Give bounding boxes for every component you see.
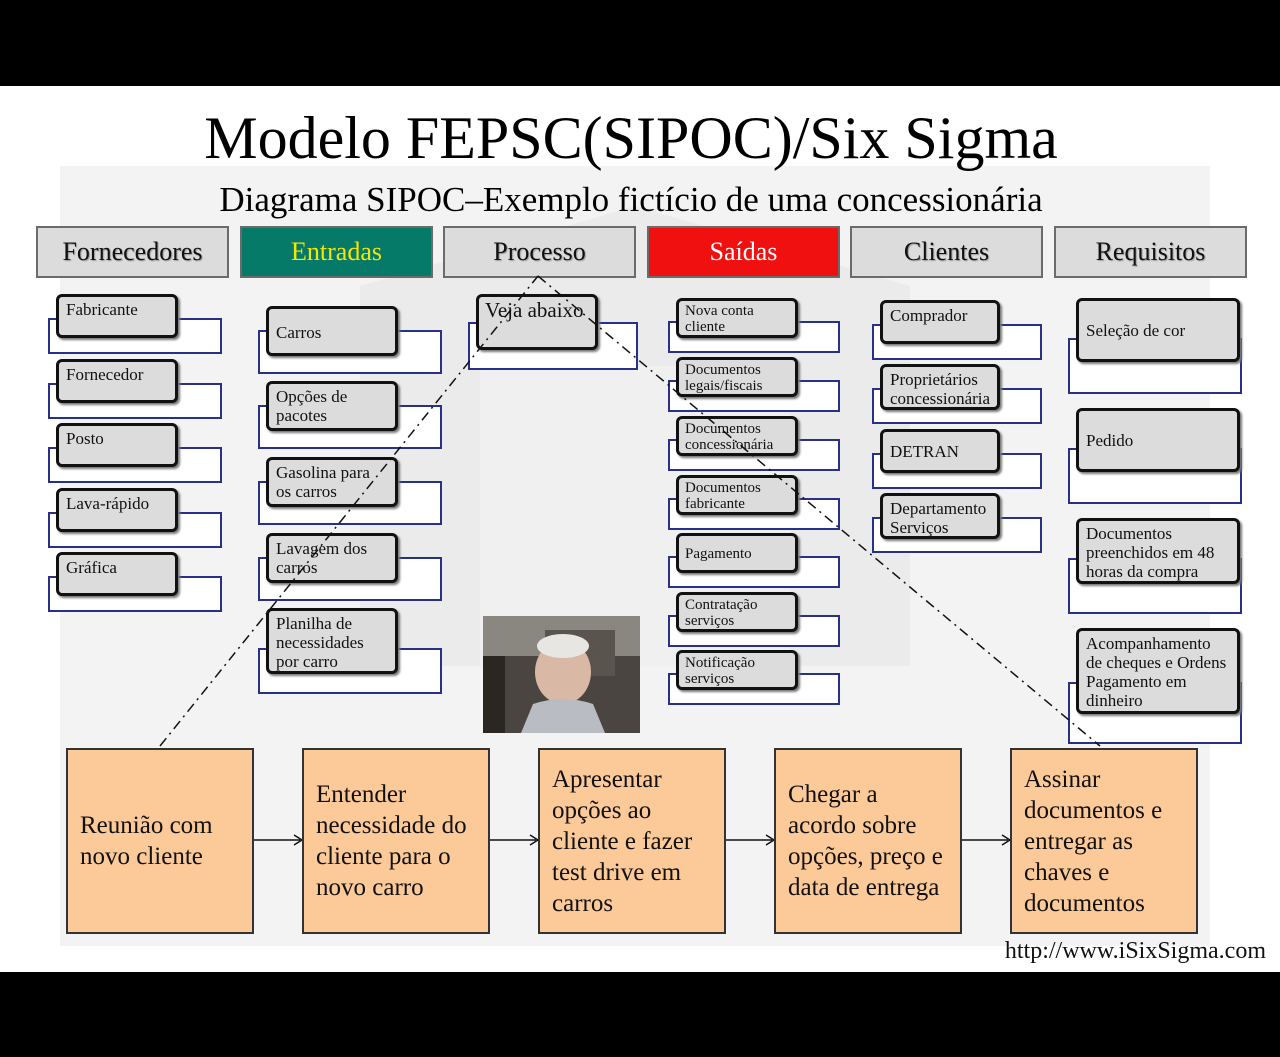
saida-item: Notificação serviços [668, 650, 842, 705]
saida-label: Documentos legais/fiscais [676, 357, 798, 397]
header-saidas: Saídas [647, 226, 840, 278]
presenter-video [483, 616, 640, 733]
fornecedor-label: Fabricante [56, 294, 178, 338]
requisito-item: Seleção de cor [1068, 298, 1244, 394]
saida-label: Nova conta cliente [676, 298, 798, 338]
entrada-label: Lavagem dos carros [266, 533, 398, 583]
processo-label: Veja abaixo [476, 294, 598, 350]
saida-label: Documentos fabricante [676, 475, 798, 515]
entrada-label: Gasolina para os carros [266, 457, 398, 507]
fornecedor-label: Lava-rápido [56, 488, 178, 532]
entrada-item: Planilha de necessidades por carro [258, 608, 444, 694]
entrada-item: Opções de pacotes [258, 381, 444, 449]
process-step: Entender necessidade do cliente para o n… [302, 748, 490, 934]
cliente-item: Proprietários concessionária [872, 364, 1044, 424]
process-step: Reunião com novo cliente [66, 748, 254, 934]
entrada-label: Carros [266, 306, 398, 356]
saida-item: Pagamento [668, 533, 842, 588]
header-requisitos: Requisitos [1054, 226, 1247, 278]
entrada-item: Lavagem dos carros [258, 533, 444, 601]
slide: Modelo FEPSC(SIPOC)/Six Sigma Diagrama S… [0, 86, 1280, 972]
saida-item: Contratação serviços [668, 592, 842, 647]
fornecedor-item: Gráfica [48, 552, 222, 612]
header-clientes: Clientes [850, 226, 1043, 278]
fornecedor-label: Gráfica [56, 552, 178, 596]
process-step-label: Apresentar opções ao cliente e fazer tes… [552, 765, 693, 917]
requisito-label: Documentos preenchidos em 48 horas da co… [1076, 518, 1240, 584]
entrada-label: Opções de pacotes [266, 381, 398, 431]
process-step-label: Chegar a acordo sobre opções, preço e da… [788, 781, 943, 901]
saida-item: Documentos fabricante [668, 475, 842, 530]
header-entradas: Entradas [240, 226, 433, 278]
saida-label: Documentos concessionária [676, 416, 798, 456]
fornecedor-item: Posto [48, 423, 222, 483]
requisito-item: Documentos preenchidos em 48 horas da co… [1068, 518, 1244, 614]
connector-lines [159, 275, 1101, 846]
cliente-label: Proprietários concessionária [880, 364, 1000, 410]
cliente-item: Departamento Serviços [872, 493, 1044, 553]
cliente-label: Departamento Serviços [880, 493, 1000, 539]
process-step: Assinar documentos e entregar as chaves … [1010, 748, 1198, 934]
requisito-item: Acompanhamento de cheques e Ordens Pagam… [1068, 628, 1244, 744]
saida-item: Nova conta cliente [668, 298, 842, 353]
header-fornecedores: Fornecedores [36, 226, 229, 278]
source-url: http://www.iSixSigma.com [1004, 938, 1266, 964]
cliente-label: DETRAN [880, 429, 1000, 473]
fornecedor-item: Fornecedor [48, 359, 222, 419]
requisito-label: Pedido [1076, 408, 1240, 472]
cliente-label: Comprador [880, 300, 1000, 344]
cliente-item: Comprador [872, 300, 1044, 360]
entrada-item: Carros [258, 306, 444, 374]
saida-label: Contratação serviços [676, 592, 798, 632]
requisito-label: Acompanhamento de cheques e Ordens Pagam… [1076, 628, 1240, 714]
saida-label: Pagamento [676, 533, 798, 573]
process-step: Chegar a acordo sobre opções, preço e da… [774, 748, 962, 934]
process-step-label: Reunião com novo cliente [80, 812, 213, 870]
fornecedor-item: Lava-rápido [48, 488, 222, 548]
fornecedor-label: Fornecedor [56, 359, 178, 403]
slide-subtitle: Diagrama SIPOC–Exemplo fictício de uma c… [219, 180, 1043, 219]
entrada-label: Planilha de necessidades por carro [266, 608, 398, 674]
header-processo: Processo [443, 226, 636, 278]
saida-item: Documentos legais/fiscais [668, 357, 842, 412]
process-step-label: Assinar documentos e entregar as chaves … [1024, 765, 1163, 917]
entrada-item: Gasolina para os carros [258, 457, 444, 525]
requisito-item: Pedido [1068, 408, 1244, 504]
processo-item: Veja abaixo [468, 294, 640, 370]
process-step-label: Entender necessidade do cliente para o n… [316, 781, 467, 901]
slide-title: Modelo FEPSC(SIPOC)/Six Sigma [204, 105, 1058, 171]
cliente-item: DETRAN [872, 429, 1044, 489]
requisito-label: Seleção de cor [1076, 298, 1240, 362]
fornecedor-item: Fabricante [48, 294, 222, 354]
process-step: Apresentar opções ao cliente e fazer tes… [538, 748, 726, 934]
saida-label: Notificação serviços [676, 650, 798, 690]
saida-item: Documentos concessionária [668, 416, 842, 471]
fornecedor-label: Posto [56, 423, 178, 467]
